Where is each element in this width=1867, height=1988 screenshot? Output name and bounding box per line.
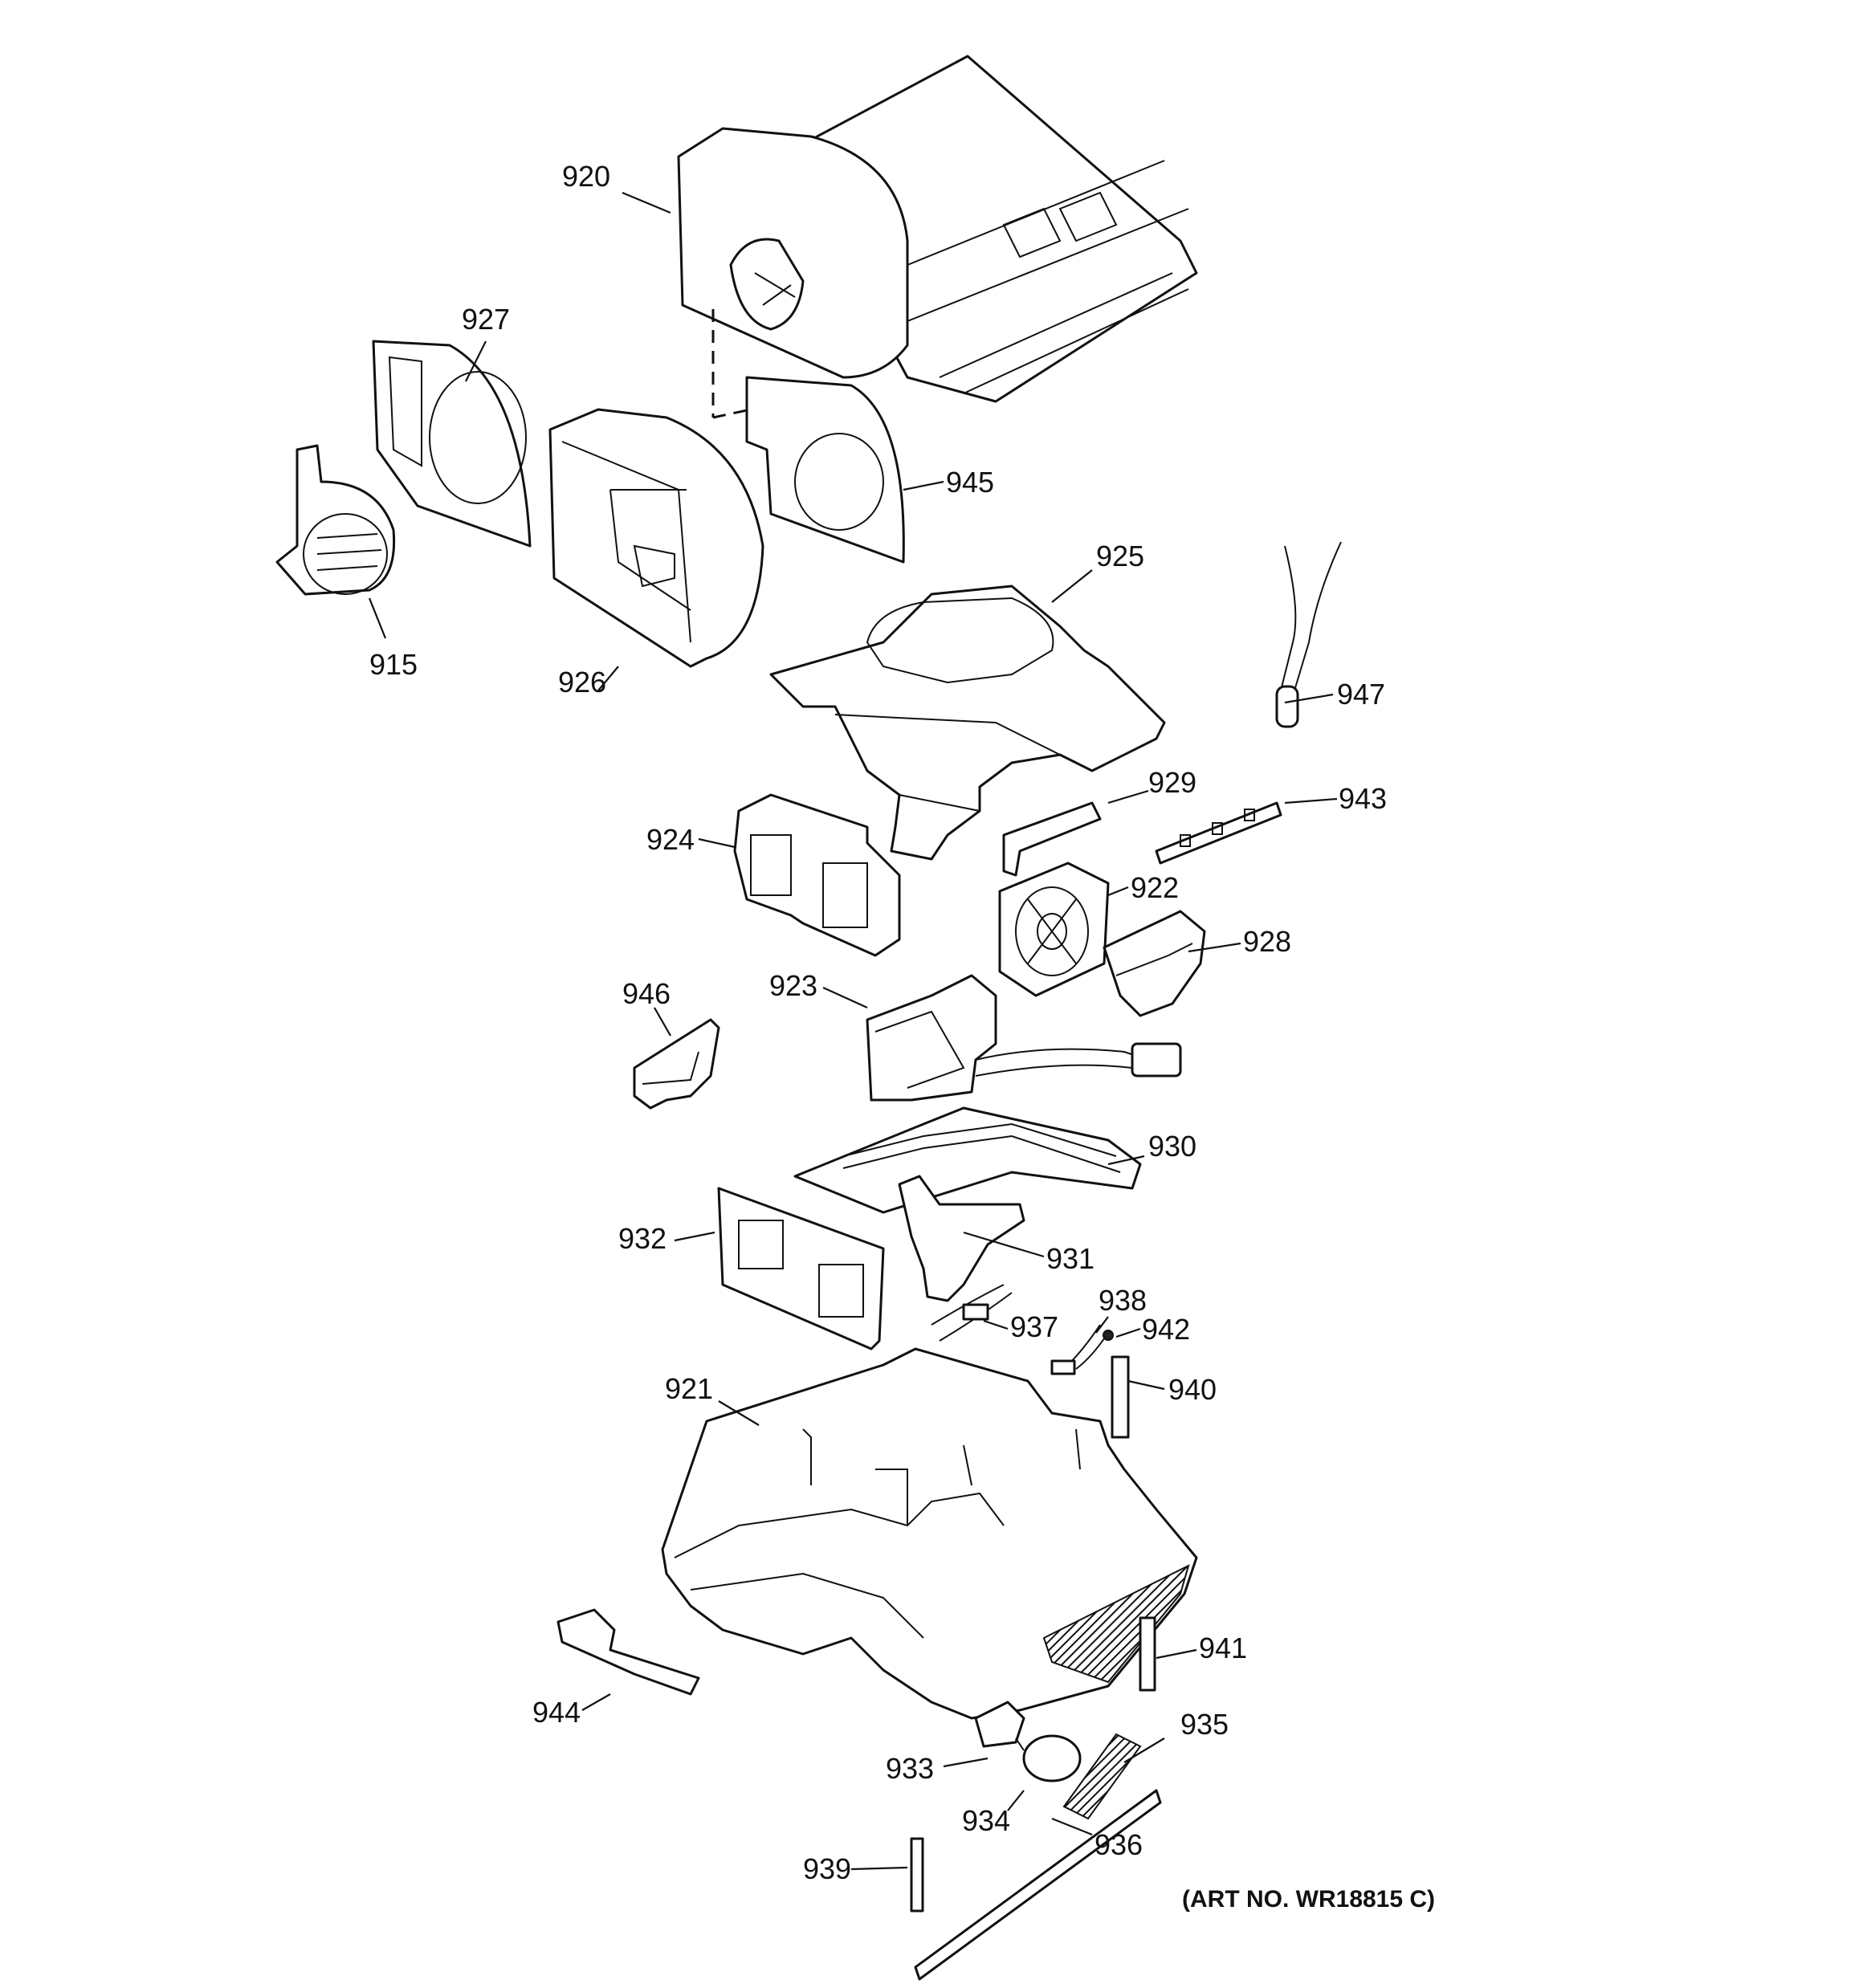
part-931-shape: [898, 1175, 1025, 1302]
label-920: 920: [562, 160, 610, 193]
label-941: 941: [1199, 1632, 1247, 1664]
part-928-shape: [1103, 910, 1206, 1017]
part-920-shape: [677, 55, 1198, 403]
part-921-shape: [661, 1347, 1198, 1720]
part-947-shape: [1275, 541, 1342, 728]
label-940: 940: [1168, 1373, 1217, 1406]
part-915-shape: [275, 444, 396, 596]
label-923: 923: [769, 969, 817, 1002]
part-943-shape: [1155, 801, 1282, 865]
label-931: 931: [1046, 1242, 1095, 1275]
label-947: 947: [1337, 678, 1385, 711]
label-946: 946: [622, 977, 671, 1010]
part-936-shape: [914, 1789, 1162, 1981]
part-930-shape: [793, 1106, 1142, 1214]
label-928: 928: [1243, 925, 1291, 958]
leader-lines: [368, 191, 1338, 1871]
part-925-shape: [769, 585, 1166, 861]
label-937: 937: [1010, 1310, 1058, 1343]
label-915: 915: [369, 648, 418, 681]
part-946-shape: [633, 1018, 720, 1110]
part-942-shape: [1103, 1330, 1114, 1341]
label-926: 926: [558, 666, 606, 699]
part-945-shape: [745, 376, 905, 564]
label-943: 943: [1339, 782, 1387, 815]
label-933: 933: [886, 1752, 934, 1785]
label-944: 944: [532, 1696, 581, 1729]
part-932-shape: [717, 1187, 885, 1350]
label-945: 945: [946, 466, 994, 499]
label-934: 934: [962, 1804, 1010, 1837]
part-926-shape: [548, 408, 764, 668]
label-930: 930: [1148, 1130, 1196, 1163]
label-942: 942: [1142, 1313, 1190, 1346]
part-924-shape: [733, 793, 901, 957]
part-933-shape: [974, 1701, 1025, 1748]
label-932: 932: [618, 1222, 666, 1255]
part-927-shape: [372, 340, 532, 548]
part-940-shape: [1111, 1355, 1130, 1439]
part-938-shape: [1050, 1324, 1109, 1375]
part-939-shape: [910, 1837, 924, 1913]
label-936: 936: [1095, 1828, 1143, 1861]
part-929-shape: [1002, 801, 1102, 877]
part-935-shape: [1062, 1733, 1142, 1820]
label-929: 929: [1148, 766, 1196, 799]
part-937-shape: [931, 1284, 1013, 1342]
label-927: 927: [462, 303, 510, 336]
label-921: 921: [665, 1372, 713, 1405]
label-925: 925: [1096, 540, 1144, 572]
part-923-shape: [866, 974, 1182, 1102]
part-944-shape: [556, 1608, 700, 1696]
label-922: 922: [1131, 871, 1179, 904]
label-935: 935: [1180, 1708, 1229, 1741]
art-number: (ART NO. WR18815 C): [1182, 1886, 1435, 1913]
label-938: 938: [1099, 1284, 1147, 1317]
part-934-shape: [1015, 1734, 1082, 1782]
part-941-shape: [1139, 1616, 1156, 1692]
label-939: 939: [803, 1852, 851, 1885]
label-924: 924: [646, 823, 695, 856]
part-922-shape: [998, 862, 1110, 997]
